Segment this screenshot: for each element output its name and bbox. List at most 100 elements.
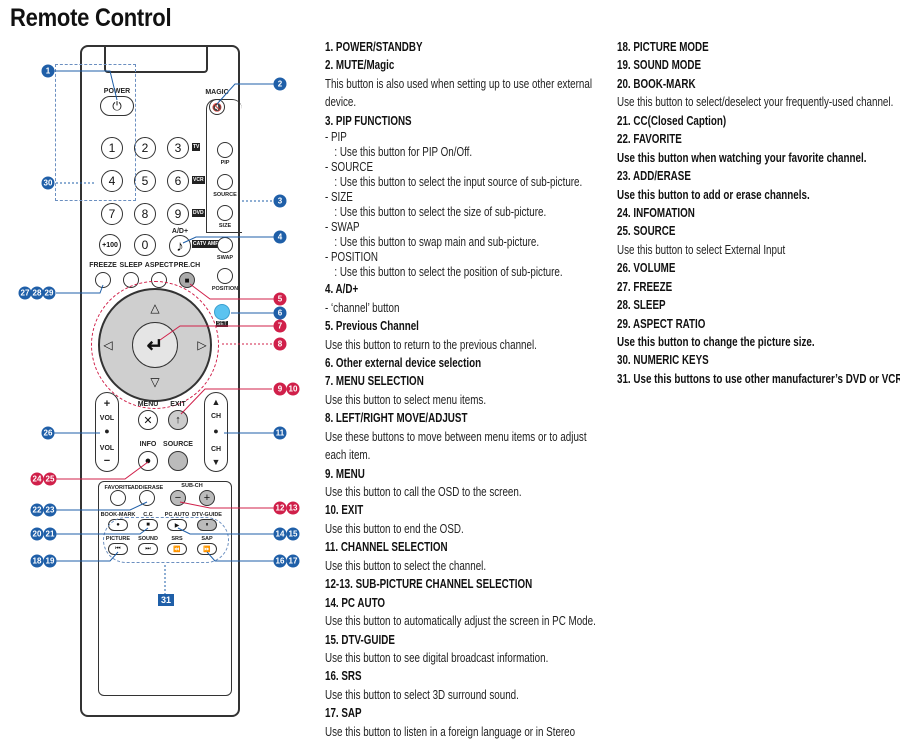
device-tag-1: VCR xyxy=(192,176,205,184)
pip-position-label: POSITION xyxy=(211,286,239,292)
item-description: : Use this button to select the input so… xyxy=(334,175,583,190)
dvd-vcr-group xyxy=(103,517,229,563)
callout-29: 29 xyxy=(42,286,56,300)
numeric-key-4[interactable]: 4 xyxy=(101,170,123,192)
power-button[interactable]: ⏻ xyxy=(100,96,134,116)
pip-pip-label: PIP xyxy=(220,160,230,166)
item-description: Use this button to select/deselect your … xyxy=(617,95,894,110)
callout-14: 14 xyxy=(273,527,287,541)
exit-button[interactable]: ↑ xyxy=(168,410,188,430)
freeze-button[interactable] xyxy=(95,272,111,288)
callout-3: 3 xyxy=(273,194,287,208)
prech-button[interactable]: ■ xyxy=(179,272,195,288)
source-button[interactable] xyxy=(168,451,188,471)
leader-line xyxy=(48,70,118,101)
pip-source-label: SOURCE xyxy=(213,191,237,198)
item-heading: 15. DTV-GUIDE xyxy=(325,632,395,647)
nav-up-button[interactable]: △ xyxy=(150,301,160,315)
numeric-key-0[interactable]: 0 xyxy=(134,234,156,256)
vol-label-bottom: VOL xyxy=(99,445,115,452)
nav-down-button[interactable]: ▽ xyxy=(150,375,160,389)
numeric-key-8[interactable]: 8 xyxy=(134,203,156,225)
item-heading: 8. LEFT/RIGHT MOVE/ADJUST xyxy=(325,411,468,426)
pip-size-label: SIZE xyxy=(218,223,232,229)
leader-line xyxy=(159,325,280,341)
callout-1: 1 xyxy=(41,64,55,78)
callout-15: 15 xyxy=(286,527,300,541)
item-heading: 25. SOURCE xyxy=(617,224,676,239)
item-heading: 30. NUMERIC KEYS xyxy=(617,353,709,368)
pip-pip-button[interactable] xyxy=(217,142,233,158)
item-description: - PIP xyxy=(325,130,347,145)
vol-plus: + xyxy=(103,398,111,410)
pip-panel xyxy=(206,99,242,233)
item-heading: 18. PICTURE MODE xyxy=(617,40,709,54)
numeric-key-3[interactable]: 3 xyxy=(167,137,189,159)
srs-button[interactable]: ⏪ xyxy=(167,543,187,555)
numeric-key-5[interactable]: 5 xyxy=(134,170,156,192)
callout-24: 24 xyxy=(30,472,44,486)
set-button[interactable] xyxy=(214,304,230,320)
numeric-key-1[interactable]: 1 xyxy=(101,137,123,159)
leader-line xyxy=(56,284,104,294)
sound-button[interactable]: ⏭ xyxy=(138,543,158,555)
menu-button[interactable]: ✕ xyxy=(138,410,158,430)
ad-plus-button[interactable]: ♪ xyxy=(169,235,191,257)
numeric-key-9[interactable]: 9 xyxy=(167,203,189,225)
add-erase-button[interactable] xyxy=(139,490,155,506)
item-heading: 29. ASPECT RATIO xyxy=(617,316,706,331)
item-description: Use these buttons to move between menu i… xyxy=(325,429,587,444)
item-heading: 24. INFOMATION xyxy=(617,205,695,220)
menu-label: MENU xyxy=(137,401,159,408)
pcauto-button[interactable]: ▶ xyxy=(167,519,187,531)
sub-ch-plus-button[interactable]: + xyxy=(199,490,215,506)
item-heading: 31. Use this buttons to use other manufa… xyxy=(617,371,900,386)
item-heading: 23. ADD/ERASE xyxy=(617,169,691,184)
leader-line xyxy=(56,551,119,562)
numeric-key-6[interactable]: 6 xyxy=(167,170,189,192)
ch-up: ▲ xyxy=(211,397,221,407)
callout-4: 4 xyxy=(273,230,287,244)
item-heading: 22. FAVORITE xyxy=(617,132,682,147)
item-heading: 27. FREEZE xyxy=(617,279,673,294)
power-label: POWER xyxy=(103,88,131,95)
item-heading: 10. EXIT xyxy=(325,503,364,518)
pip-position-button[interactable] xyxy=(217,268,233,284)
nav-right-button[interactable]: ▷ xyxy=(197,338,207,352)
pip-swap-label: SWAP xyxy=(216,254,234,261)
item-description: Use this button to call the OSD to the s… xyxy=(325,485,522,499)
pip-size-button[interactable] xyxy=(217,205,233,221)
callout-17: 17 xyxy=(286,554,300,568)
callout-27: 27 xyxy=(18,286,32,300)
nav-left-button[interactable]: ◁ xyxy=(103,338,113,352)
item-heading: 1. POWER/STANDBY xyxy=(325,40,423,54)
pip-source-button[interactable] xyxy=(217,173,233,190)
item-description: Use this button to select the channel. xyxy=(325,558,487,573)
callout-5: 5 xyxy=(273,292,287,306)
item-description: Use this button to select 3D surround so… xyxy=(325,687,519,702)
cc-button[interactable]: ■ xyxy=(138,519,158,531)
item-heading: 21. CC(Closed Caption) xyxy=(617,113,727,128)
item-description: Use this button to see digital broadcast… xyxy=(325,650,549,665)
label-pc auto: PC AUTO xyxy=(164,512,190,518)
ch-dot: ● xyxy=(213,426,219,436)
channel-rocker[interactable] xyxy=(204,392,228,472)
label-aspect: ASPECT xyxy=(144,262,174,269)
leader-line xyxy=(206,551,276,562)
magic-label: MAGIC xyxy=(205,89,229,96)
numeric-key-plus100[interactable]: +100 xyxy=(99,234,121,256)
sub-ch-label: SUB-CH xyxy=(181,483,203,489)
item-description: : Use this button to swap main and sub-p… xyxy=(334,235,540,250)
favorite-button[interactable] xyxy=(110,490,126,506)
item-heading: 16. SRS xyxy=(325,669,362,684)
enter-button[interactable]: ↵ xyxy=(132,322,178,368)
volume-rocker[interactable] xyxy=(95,392,119,472)
numeric-key-7[interactable]: 7 xyxy=(101,203,123,225)
label-sound: SOUND xyxy=(138,536,158,542)
magic-mute-button[interactable]: 🔇 xyxy=(209,99,225,115)
item-description: This button is also used when setting up… xyxy=(325,76,593,91)
callout-25: 25 xyxy=(43,472,57,486)
